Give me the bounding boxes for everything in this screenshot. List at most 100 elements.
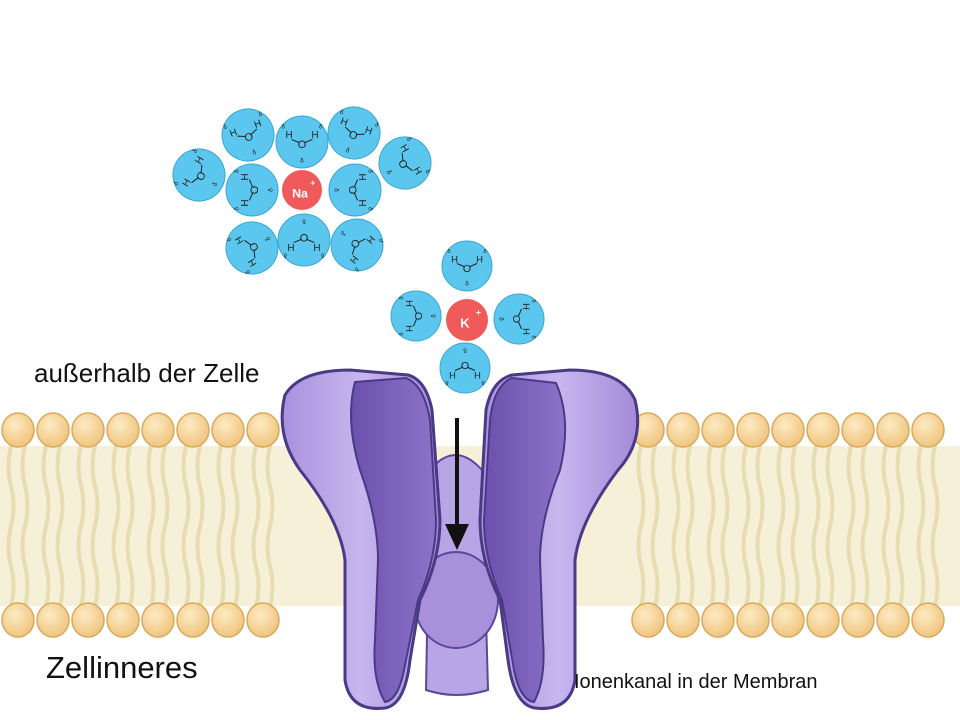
water-hydrogen-label: H [520,328,531,335]
lipid-tail [265,444,275,528]
water-bond [250,128,258,135]
lipid-tail [181,444,191,528]
lipid-tail [825,524,835,608]
lipid-tail [706,444,716,528]
lipid-head [246,602,280,638]
lipid-head [106,412,140,448]
lipid-heads-lower [1,602,945,638]
lipid-head [736,602,770,638]
water-delta-label: δ [320,252,324,258]
lipid-tail [685,524,695,608]
lipid-tail [111,524,121,608]
water-oxygen-label: O [346,186,358,194]
water-hydrogen-label: H [449,369,456,380]
lipid-head [771,602,805,638]
water-sphere [328,163,382,217]
outside-cell-label: außerhalb der Zelle [34,358,260,388]
lipid-head [211,412,245,448]
channel-left-inner [350,376,438,704]
lipid-head [806,412,840,448]
water-bond [401,152,404,161]
water-delta-label: δ [211,181,219,188]
sodium-ion-charge: + [310,178,315,188]
water-hydrogen-label: H [180,177,193,189]
water-oxygen-label: O [510,315,522,323]
water-hydrogen-label: H [363,125,373,138]
lipid-head [806,602,840,638]
water-hydrogen-label: H [246,257,259,269]
water-hydrogen-label: H [313,241,320,252]
lipid-tail [125,444,135,528]
lipid-head [631,602,665,638]
water-hydrogen-label: H [476,254,483,265]
lipid-head [666,602,700,638]
water-delta-label: δ [283,252,287,258]
water-hydrogen-label: H [193,155,206,167]
lipid-heads-upper [1,412,945,448]
water-hydrogen-label: H [285,130,292,141]
lipid-tail [650,524,660,608]
water-delta-label: δ [530,335,536,338]
water-sphere [441,240,493,292]
water-hydrogen-label: H [311,130,318,141]
lipid-tail [790,444,800,528]
water-delta-label: δ [374,122,380,129]
water-bond [191,177,199,184]
water-delta-label: δ [174,180,181,186]
water-delta-label: δ [267,188,274,192]
lipid-tail [125,524,135,608]
lipid-head [176,602,210,638]
water-delta-label: δ [463,346,467,353]
water-delta-label: δ [367,207,373,211]
water-bond [293,239,302,244]
water-oxygen-label: O [249,186,261,194]
lipid-head [141,412,175,448]
lipid-tail [216,444,226,528]
lipid-tail [916,524,926,608]
ion-channel [280,368,640,710]
water-delta-label: δ [423,169,430,175]
water-delta-label: δ [405,137,412,143]
lipid-tail [916,444,926,528]
water-bond [469,263,478,267]
lipid-tail [776,524,786,608]
lipid-tail [755,524,765,608]
lipid-tail [671,444,681,528]
water-delta-label: δ [399,296,405,299]
lipid-tail [825,444,835,528]
lipid-tail [636,524,646,608]
lipid-tail [706,524,716,608]
water-bond [413,305,417,314]
water-delta-label: δ [367,170,373,174]
water-hydrogen-label: H [356,199,367,206]
water-delta-label: δ [345,147,351,155]
lipid-head [666,412,700,448]
water-delta-label: δ [264,235,272,242]
water-delta-label: δ [385,169,393,176]
lipid-head [841,602,875,638]
water-bond [356,133,365,136]
water-delta-label: δ [223,124,229,131]
lipid-tail [55,444,65,528]
water-sphere [378,136,432,190]
lipid-head [911,602,945,638]
lipid-head [876,412,910,448]
lipid-head [246,412,280,448]
water-hydrogen-label: H [356,173,367,180]
lipid-tail [195,524,205,608]
lipid-tail [20,524,30,608]
lipid-tail [881,444,891,528]
lipid-tail [90,524,100,608]
lipid-tail [860,444,870,528]
water-delta-label: δ [258,111,264,118]
water-bond [413,318,417,327]
flow-arrow [445,418,469,550]
